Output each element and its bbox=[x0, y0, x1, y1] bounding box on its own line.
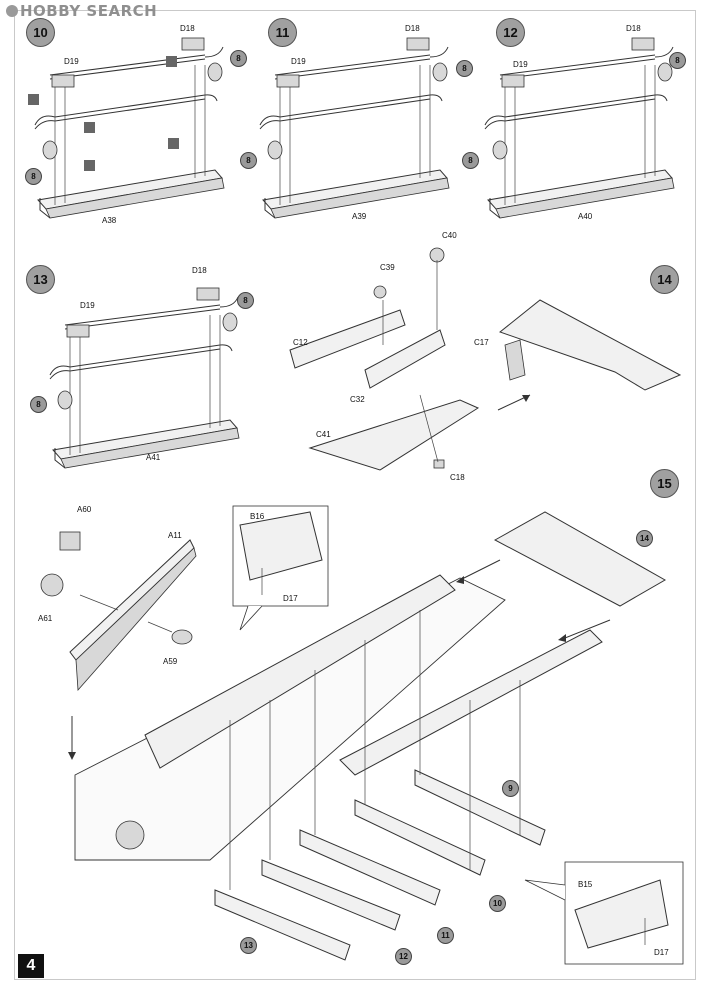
step-badge-10: 10 bbox=[26, 18, 55, 47]
brand-logo-icon bbox=[6, 5, 18, 17]
ref-badge-8: 8 bbox=[237, 292, 254, 309]
part-label: C40 bbox=[442, 231, 457, 240]
part-label: D19 bbox=[513, 60, 528, 69]
ref-badge-14: 14 bbox=[636, 530, 653, 547]
page-frame bbox=[14, 10, 696, 980]
part-label: D19 bbox=[291, 57, 306, 66]
brand-watermark: HOBBY SEARCH bbox=[6, 2, 157, 20]
part-label: C32 bbox=[350, 395, 365, 404]
part-label: A61 bbox=[38, 614, 53, 623]
part-label: D18 bbox=[405, 24, 420, 33]
glue-icon bbox=[84, 160, 95, 171]
part-label: D19 bbox=[64, 57, 79, 66]
step-badge-13: 13 bbox=[26, 265, 55, 294]
glue-icon bbox=[84, 122, 95, 133]
ref-badge-8: 8 bbox=[25, 168, 42, 185]
part-label: A11 bbox=[168, 531, 182, 540]
page-number: 4 bbox=[18, 954, 44, 978]
part-label: A59 bbox=[163, 657, 178, 666]
part-label: A40 bbox=[578, 212, 593, 221]
part-label: C39 bbox=[380, 263, 395, 272]
step15-drawing bbox=[40, 505, 684, 965]
part-label: C18 bbox=[450, 473, 465, 482]
part-label: A60 bbox=[77, 505, 92, 514]
part-label: C41 bbox=[316, 430, 331, 439]
step-badge-14: 14 bbox=[650, 265, 679, 294]
part-label: C17 bbox=[474, 338, 489, 347]
part-label: D18 bbox=[180, 24, 195, 33]
step-badge-15: 15 bbox=[650, 469, 679, 498]
ref-badge-12: 12 bbox=[395, 948, 412, 965]
part-label: C12 bbox=[293, 338, 308, 347]
ref-badge-8: 8 bbox=[30, 396, 47, 413]
ref-badge-13: 13 bbox=[240, 937, 257, 954]
part-label: A39 bbox=[352, 212, 367, 221]
part-label: D18 bbox=[626, 24, 641, 33]
step14-drawing bbox=[289, 247, 682, 471]
step-badge-11: 11 bbox=[268, 18, 297, 47]
part-label: B16 bbox=[250, 512, 265, 521]
ref-badge-8: 8 bbox=[456, 60, 473, 77]
part-label: D19 bbox=[80, 301, 95, 310]
part-label: D17 bbox=[283, 594, 298, 603]
part-label: D18 bbox=[192, 266, 207, 275]
glue-icon bbox=[28, 94, 39, 105]
ref-badge-11: 11 bbox=[437, 927, 454, 944]
part-label: A38 bbox=[102, 216, 117, 225]
ref-badge-9: 9 bbox=[502, 780, 519, 797]
ref-badge-8: 8 bbox=[669, 52, 686, 69]
ref-badge-8: 8 bbox=[240, 152, 257, 169]
ref-badge-8: 8 bbox=[462, 152, 479, 169]
glue-icon bbox=[166, 56, 177, 67]
ref-badge-8: 8 bbox=[230, 50, 247, 67]
part-label: B15 bbox=[578, 880, 593, 889]
part-label: A41 bbox=[146, 453, 161, 462]
part-label: D17 bbox=[654, 948, 669, 957]
step-badge-12: 12 bbox=[496, 18, 525, 47]
ref-badge-10: 10 bbox=[489, 895, 506, 912]
